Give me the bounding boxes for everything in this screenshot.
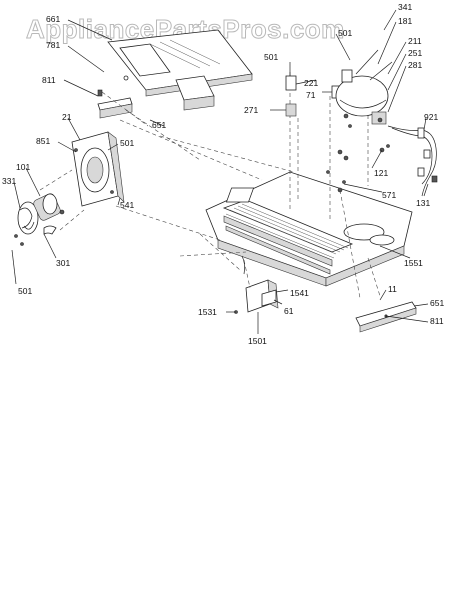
callout-11: 11 — [388, 284, 397, 294]
callout-811-bottom: 811 — [430, 316, 444, 326]
base-pan-part — [205, 171, 413, 287]
callout-501: 501 — [120, 138, 134, 148]
callout-61: 61 — [284, 306, 294, 316]
callout-651-bottom: 651 — [430, 298, 444, 308]
fan-motor-part — [14, 169, 85, 246]
callout-21: 21 — [62, 112, 72, 122]
callout-651: 651 — [152, 120, 166, 130]
callout-501-relay: 501 — [264, 52, 278, 62]
callout-211: 211 — [408, 36, 422, 46]
callout-501-top: 501 — [338, 28, 352, 38]
fan-shroud-part — [71, 131, 125, 207]
callout-221: 221 — [304, 78, 318, 88]
callout-281: 281 — [408, 60, 422, 70]
callout-341: 341 — [398, 2, 412, 12]
callout-781: 781 — [46, 40, 60, 50]
callout-121: 121 — [374, 168, 388, 178]
callout-571: 571 — [382, 190, 396, 200]
screws — [326, 149, 349, 184]
callout-301: 301 — [56, 258, 70, 268]
callout-1501: 1501 — [248, 336, 267, 346]
callout-331: 331 — [2, 176, 16, 186]
wiring-harness-part — [387, 125, 438, 197]
callout-101: 101 — [16, 162, 30, 172]
drain-tray-part — [107, 29, 253, 111]
leader-lines — [11, 9, 429, 334]
callout-71: 71 — [306, 90, 316, 100]
condenser-coil — [222, 199, 354, 275]
callout-labels: 661 781 811 651 21 501 851 101 331 541 3… — [2, 2, 444, 346]
assembly-lines — [115, 72, 381, 299]
callout-851: 851 — [36, 136, 50, 146]
compressor-part — [335, 49, 393, 153]
callout-181: 181 — [398, 16, 412, 26]
bottom-bracket-part — [355, 301, 417, 333]
callout-131: 131 — [416, 198, 430, 208]
callout-1531: 1531 — [198, 307, 217, 317]
callout-501-bottom: 501 — [18, 286, 32, 296]
callout-661: 661 — [46, 14, 60, 24]
callout-271: 271 — [244, 105, 258, 115]
callout-541: 541 — [120, 200, 134, 210]
callout-1551: 1551 — [404, 258, 423, 268]
callout-811: 811 — [42, 75, 56, 85]
callout-921: 921 — [424, 112, 438, 122]
callout-1541: 1541 — [290, 288, 309, 298]
callout-251: 251 — [408, 48, 422, 58]
bracket-part — [97, 75, 201, 161]
